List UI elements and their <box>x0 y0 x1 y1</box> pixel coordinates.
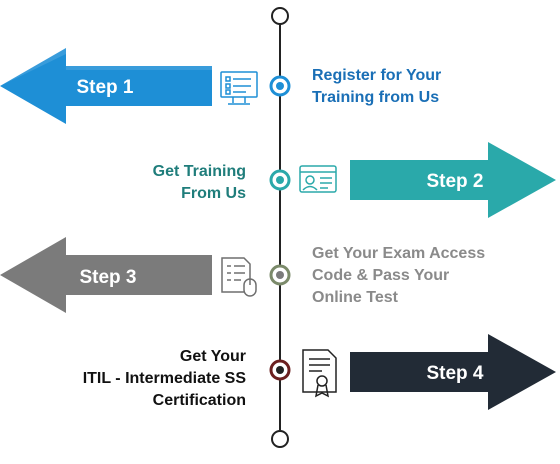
step-3-description-line: Get Your Exam Access <box>312 245 486 262</box>
step-3-label: Step 3 <box>79 267 136 288</box>
timeline-node-2 <box>269 169 291 191</box>
step-1-label: Step 1 <box>76 77 133 98</box>
step-1-description: Register for Your Training from Us <box>312 65 441 109</box>
timeline-end-circle <box>271 430 289 448</box>
step-4-description: Get Your ITIL - Intermediate SS Certific… <box>83 346 246 412</box>
certificate-icon <box>302 349 337 398</box>
step-1-description-line: Register for Your <box>312 67 442 84</box>
step-2-description: Get Training From Us <box>153 161 246 205</box>
id-card-icon <box>299 165 337 193</box>
step-3-description-line: Code & Pass Your <box>312 267 450 284</box>
step-2-description-line: From Us <box>181 185 246 202</box>
step-3-description-line: Online Test <box>312 289 398 306</box>
timeline-node-4 <box>269 359 291 381</box>
step-2-description-line: Get Training <box>152 163 246 180</box>
computer-checklist-icon <box>220 71 258 105</box>
step-1-arrow: Step 1 <box>0 48 212 124</box>
step-4-description-line: Certification <box>152 392 246 409</box>
step-2-label: Step 2 <box>426 171 483 192</box>
step-1-description-line: Training from Us <box>312 89 440 106</box>
step-4-label: Step 4 <box>426 363 483 384</box>
timeline-start-circle <box>271 7 289 25</box>
step-4-description-line: Get Your <box>179 348 246 365</box>
timeline-node-1 <box>269 75 291 97</box>
step-4-description-line: ITIL - Intermediate SS <box>82 370 246 387</box>
test-sheet-mouse-icon <box>221 257 257 297</box>
timeline-node-3 <box>269 264 291 286</box>
step-2-arrow: Step 2 <box>350 142 556 218</box>
step-4-arrow: Step 4 <box>350 334 556 410</box>
step-3-arrow: Step 3 <box>0 237 212 313</box>
step-3-description: Get Your Exam Access Code & Pass Your On… <box>312 243 485 309</box>
